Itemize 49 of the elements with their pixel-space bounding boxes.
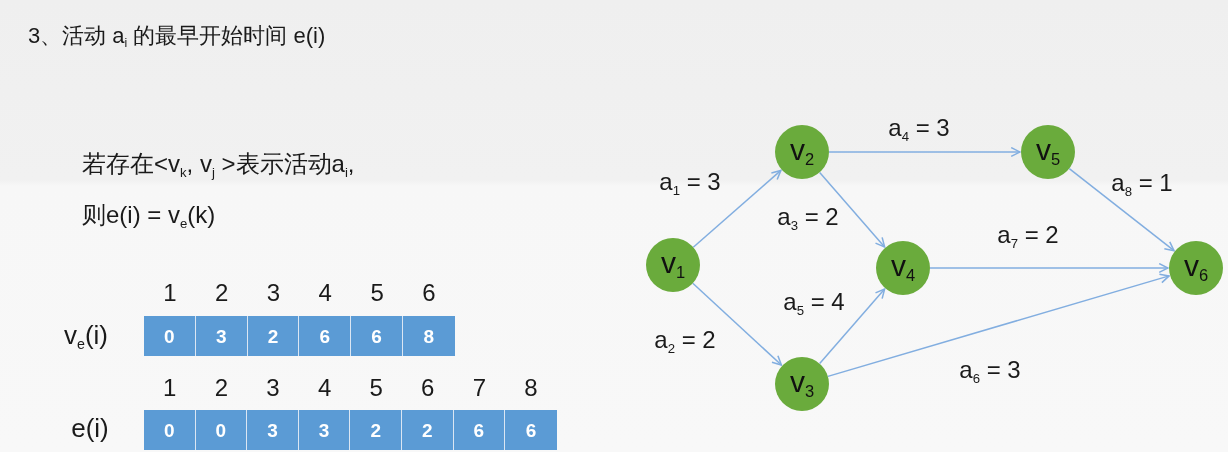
column-number: 7: [472, 376, 487, 400]
edge-label: a$_{3}$ = 2: [777, 202, 839, 234]
column-number: 2: [214, 376, 229, 400]
column-number: 3: [266, 281, 281, 305]
column-number: 4: [318, 281, 332, 305]
edge-label: a$_{8}$ = 1: [1111, 168, 1173, 200]
arrow: [827, 273, 1170, 378]
table-cell: 2: [247, 316, 300, 356]
edge-label: a$_{7}$ = 2: [997, 220, 1059, 252]
arrow: [929, 262, 1169, 274]
column-number: 4: [317, 376, 332, 400]
arrow: [818, 171, 886, 248]
table-cell: 6: [505, 410, 557, 450]
column-number: 8: [524, 376, 538, 400]
definition-text: 则e(i) = v$_{e}$(k): [82, 200, 216, 232]
table-cell: 3: [298, 410, 351, 450]
table-cell: 6: [351, 316, 403, 356]
edge-label: a$_{2}$ = 2: [654, 325, 716, 357]
arrow: [818, 288, 886, 365]
arrow: [828, 146, 1021, 158]
edge-label: a$_{4}$ = 3: [888, 113, 950, 145]
row-label: e(i): [71, 412, 109, 446]
arrow: [1068, 167, 1175, 252]
table-cell: 2: [402, 410, 454, 450]
table-cell: 3: [247, 410, 299, 450]
column-number: 5: [369, 376, 383, 400]
column-number: 1: [163, 281, 177, 305]
table-cell: 6: [453, 410, 506, 450]
arrow: [692, 282, 783, 366]
column-number: 3: [266, 376, 280, 400]
column-number: 5: [370, 281, 384, 305]
row-label: v$_{e}$(i): [64, 319, 108, 353]
table-cell: 8: [403, 316, 455, 356]
arrow: [692, 169, 782, 248]
edge-label: a$_{1}$ = 3: [659, 167, 721, 199]
table-cell: 0: [144, 316, 196, 356]
slide-title: 3、活动 a$_{i}$ 的最早开始时间 e(i): [28, 22, 326, 52]
column-number: 1: [163, 376, 177, 400]
column-number: 6: [421, 376, 435, 400]
table-cell: 0: [195, 410, 248, 450]
table-cell: 0: [144, 410, 196, 450]
table-cell: 6: [299, 316, 352, 356]
edge-label: a$_{5}$ = 4: [783, 287, 845, 319]
table-cell: 2: [350, 410, 402, 450]
edge-label: a$_{6}$ = 3: [959, 355, 1021, 387]
table-cell: 3: [195, 316, 248, 356]
column-number: 6: [422, 281, 436, 305]
definition-text: 若存在<v$_{k}$, v$_{j}$ >表示活动a$_{i}$,: [82, 149, 355, 181]
column-number: 2: [215, 281, 229, 305]
